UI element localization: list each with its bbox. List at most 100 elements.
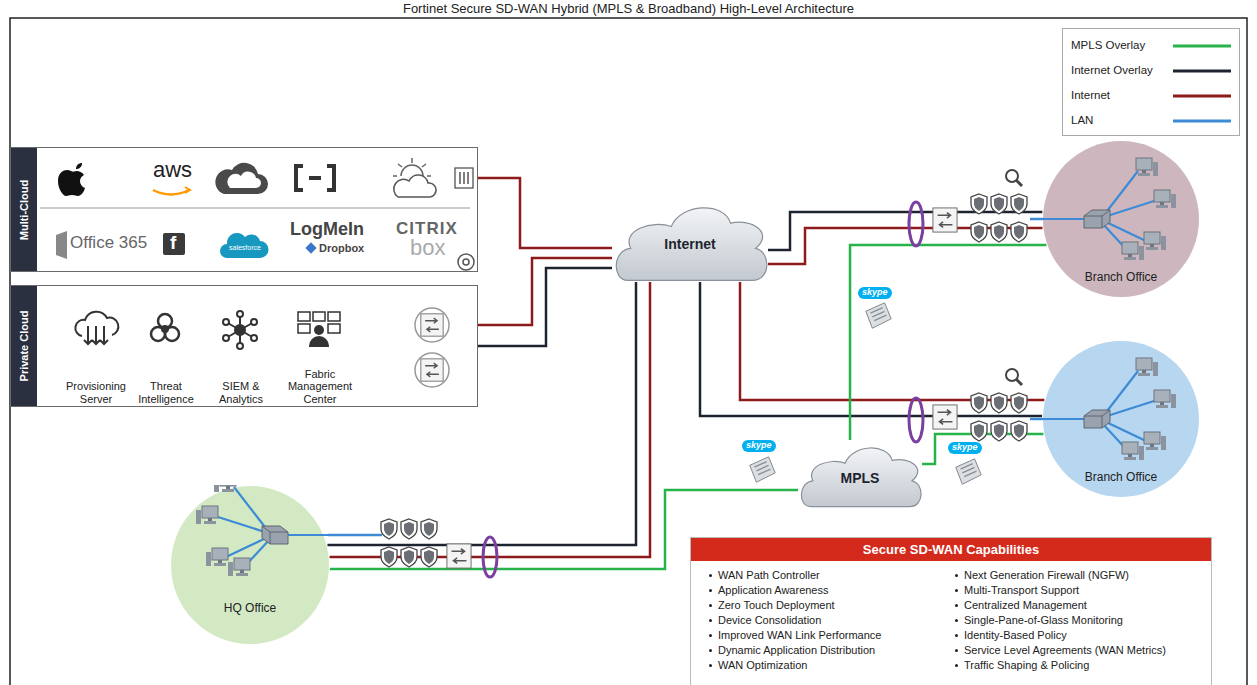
- capability-text: Device Consolidation: [718, 613, 821, 628]
- branch-security-cluster: [909, 170, 1044, 246]
- capability-text: Traffic Shaping & Policing: [964, 658, 1089, 673]
- service-item: Provisioning Server: [56, 309, 136, 405]
- capability-text: WAN Path Controller: [718, 568, 820, 583]
- service-item: SIEM & Analytics: [204, 309, 278, 405]
- wan-link: [327, 282, 636, 545]
- service-label: Fabric Management Center: [277, 368, 363, 406]
- site-circle: HQ Office: [170, 485, 330, 645]
- service-item: Threat Intelligence: [129, 309, 203, 405]
- service-label: Threat Intelligence: [129, 380, 203, 405]
- wan-link: [478, 178, 612, 248]
- private-cloud-icons: [75, 308, 449, 387]
- bullet-item: Improved WAN Link Performance: [709, 628, 955, 643]
- capability-text: Next Generation Firewall (NGFW): [964, 568, 1129, 583]
- legend-line: [1171, 62, 1233, 80]
- site-outline: [170, 485, 330, 645]
- capability-text: Application Awareness: [718, 583, 828, 598]
- bullet-dot: [709, 589, 712, 592]
- bullet-dot: [709, 604, 712, 607]
- service-item: Fabric Management Center: [277, 309, 363, 405]
- legend-row: Internet Overlay: [1071, 62, 1233, 80]
- legend-line: [1171, 87, 1233, 105]
- bullet-dot: [955, 664, 958, 667]
- fortigate-icon: [421, 314, 443, 336]
- legend-row: Internet: [1071, 87, 1233, 105]
- lan-devices: [1042, 158, 1176, 260]
- bullet-item: Centralized Management: [955, 598, 1201, 613]
- legend-row: LAN: [1071, 112, 1233, 130]
- site-circle: Branch Office: [1042, 140, 1200, 298]
- bullet-item: Multi-Transport Support: [955, 583, 1201, 598]
- cloud-panel: Multi-Cloud: [10, 147, 478, 272]
- legend-text: LAN: [1071, 114, 1093, 126]
- logo-text: f: [170, 233, 176, 254]
- service-label: SIEM & Analytics: [204, 380, 278, 405]
- capability-text: Identity-Based Policy: [964, 628, 1067, 643]
- lan-devices: [1042, 358, 1176, 460]
- bullet-dot: [955, 604, 958, 607]
- logo-text: aws: [153, 158, 192, 182]
- fortigate-icon: [421, 359, 443, 381]
- logo-text: Office 365: [70, 234, 147, 253]
- legend-line: [1171, 112, 1233, 130]
- capability-text: Zero Touch Deployment: [718, 598, 835, 613]
- service-label: Provisioning Server: [56, 380, 136, 405]
- bullet-item: Next Generation Firewall (NGFW): [955, 568, 1201, 583]
- capability-text: Multi-Transport Support: [964, 583, 1079, 598]
- outer-frame: [10, 18, 1247, 685]
- lan-devices: [196, 485, 330, 576]
- cloud-label: Internet: [664, 228, 715, 252]
- cloud-label: MPLS: [841, 462, 880, 486]
- skype-badge: skype: [948, 442, 982, 454]
- wan-link: [478, 268, 612, 346]
- panel-title: Private Cloud: [18, 311, 30, 382]
- capability-text: Improved WAN Link Performance: [718, 628, 881, 643]
- bullet-dot: [955, 619, 958, 622]
- bullet-item: Identity-Based Policy: [955, 628, 1201, 643]
- wan-link: [740, 282, 1044, 400]
- wan-link: [700, 282, 1042, 416]
- bullet-item: Traffic Shaping & Policing: [955, 658, 1201, 673]
- capability-text: Dynamic Application Distribution: [718, 643, 875, 658]
- bullet-item: Single-Pane-of-Glass Monitoring: [955, 613, 1201, 628]
- legend-box: MPLS OverlayInternet OverlayInternetLAN: [1062, 28, 1240, 136]
- bullet-dot: [955, 589, 958, 592]
- bullet-dot: [709, 634, 712, 637]
- cloud-logos: [40, 158, 474, 270]
- bullet-item: Application Awareness: [709, 583, 955, 598]
- capability-list: WAN Path ControllerApplication Awareness…: [691, 561, 1211, 673]
- bullet-dot: [709, 619, 712, 622]
- diagram-title: Fortinet Secure SD-WAN Hybrid (MPLS & Br…: [0, 1, 1257, 16]
- skype-badge: skype: [742, 440, 776, 452]
- bullet-dot: [709, 574, 712, 577]
- bullet-item: Device Consolidation: [709, 613, 955, 628]
- branch-security-cluster: [909, 369, 1044, 442]
- logo-text: Dropbox: [319, 242, 364, 254]
- network-cloud: MPLS: [798, 440, 922, 508]
- bullet-item: Dynamic Application Distribution: [709, 643, 955, 658]
- cloud-panel: Private CloudProvisioning ServerThreat I…: [10, 285, 478, 407]
- bullet-dot: [955, 649, 958, 652]
- box-heading: Secure SD-WAN Capabilities: [691, 538, 1211, 561]
- legend-row: MPLS Overlay: [1071, 37, 1233, 55]
- panel-band: Private Cloud: [11, 286, 37, 406]
- capability-text: Single-Pane-of-Glass Monitoring: [964, 613, 1123, 628]
- site-label: Branch Office: [1085, 270, 1157, 284]
- hq-security-cluster: [328, 519, 497, 577]
- logo-text: salesforce: [229, 244, 261, 252]
- wan-link: [850, 245, 1046, 440]
- capability-text: Centralized Management: [964, 598, 1087, 613]
- panel-title: Multi-Cloud: [18, 179, 30, 239]
- bullet-dot: [955, 574, 958, 577]
- logo-text: box: [410, 236, 445, 260]
- bullet-item: Service Level Agreements (WAN Metrics): [955, 643, 1201, 658]
- bullet-dot: [955, 634, 958, 637]
- site-circle: Branch Office: [1042, 340, 1200, 498]
- panel-band: Multi-Cloud: [11, 148, 37, 271]
- capabilities-box: Secure SD-WAN CapabilitiesWAN Path Contr…: [690, 537, 1212, 685]
- site-label: HQ Office: [224, 601, 276, 615]
- network-cloud: Internet: [612, 198, 768, 282]
- skype-badge: skype: [858, 287, 892, 299]
- legend-text: MPLS Overlay: [1071, 39, 1145, 51]
- bullet-item: WAN Path Controller: [709, 568, 955, 583]
